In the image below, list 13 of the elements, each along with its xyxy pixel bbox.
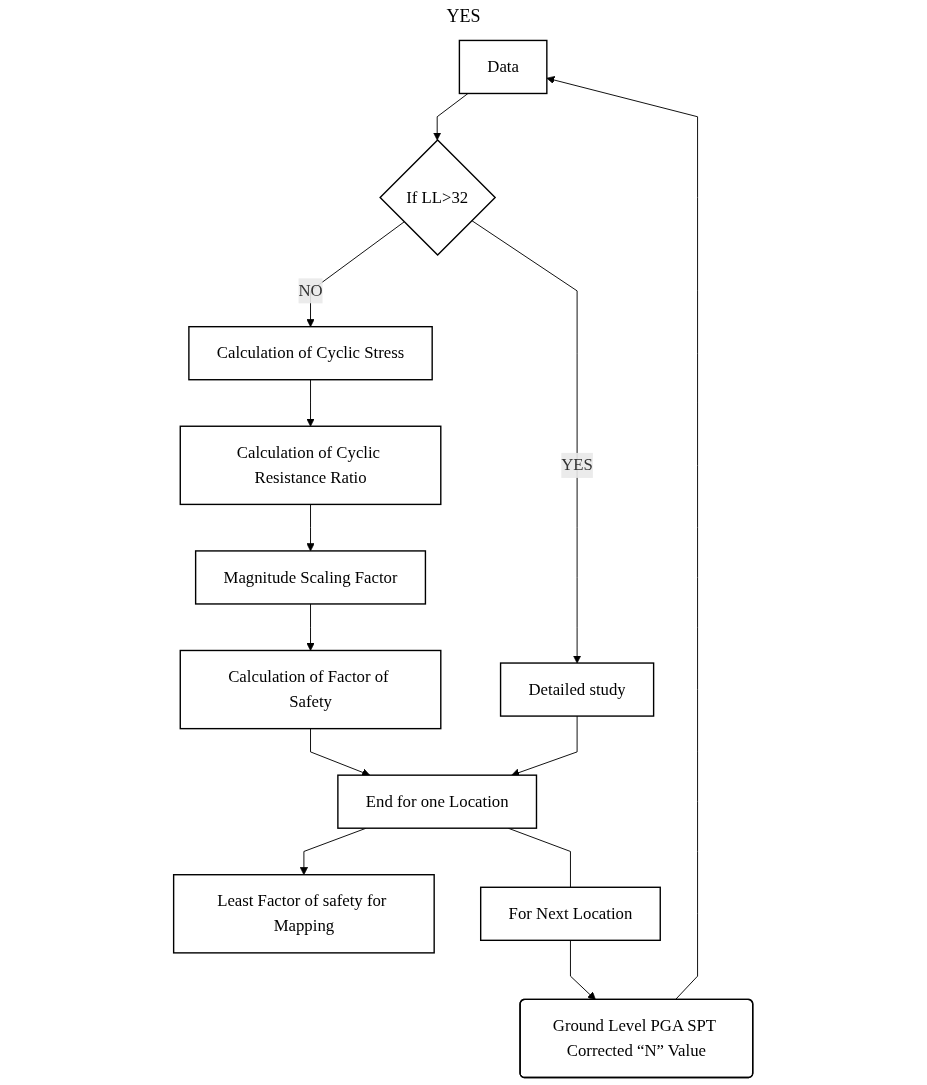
edge-label: YES — [561, 455, 594, 475]
node-box: Calculation of Cyclic Stress — [188, 326, 434, 381]
note-label: YES — [446, 6, 481, 27]
node-box: For Next Location — [480, 886, 662, 942]
node-box: Data — [459, 39, 548, 95]
node-box: Detailed study — [500, 662, 655, 717]
node-box: Least Factor of safety for Mapping — [173, 874, 436, 954]
node-box: Calculation of Cyclic Resistance Ratio — [179, 425, 442, 506]
node-box: Magnitude Scaling Factor — [195, 550, 427, 605]
node-diamond: If LL>32 — [379, 139, 497, 257]
node-box: End for one Location — [337, 774, 538, 829]
node-box: Calculation of Factor of Safety — [179, 649, 442, 730]
edge-label: NO — [298, 281, 323, 300]
